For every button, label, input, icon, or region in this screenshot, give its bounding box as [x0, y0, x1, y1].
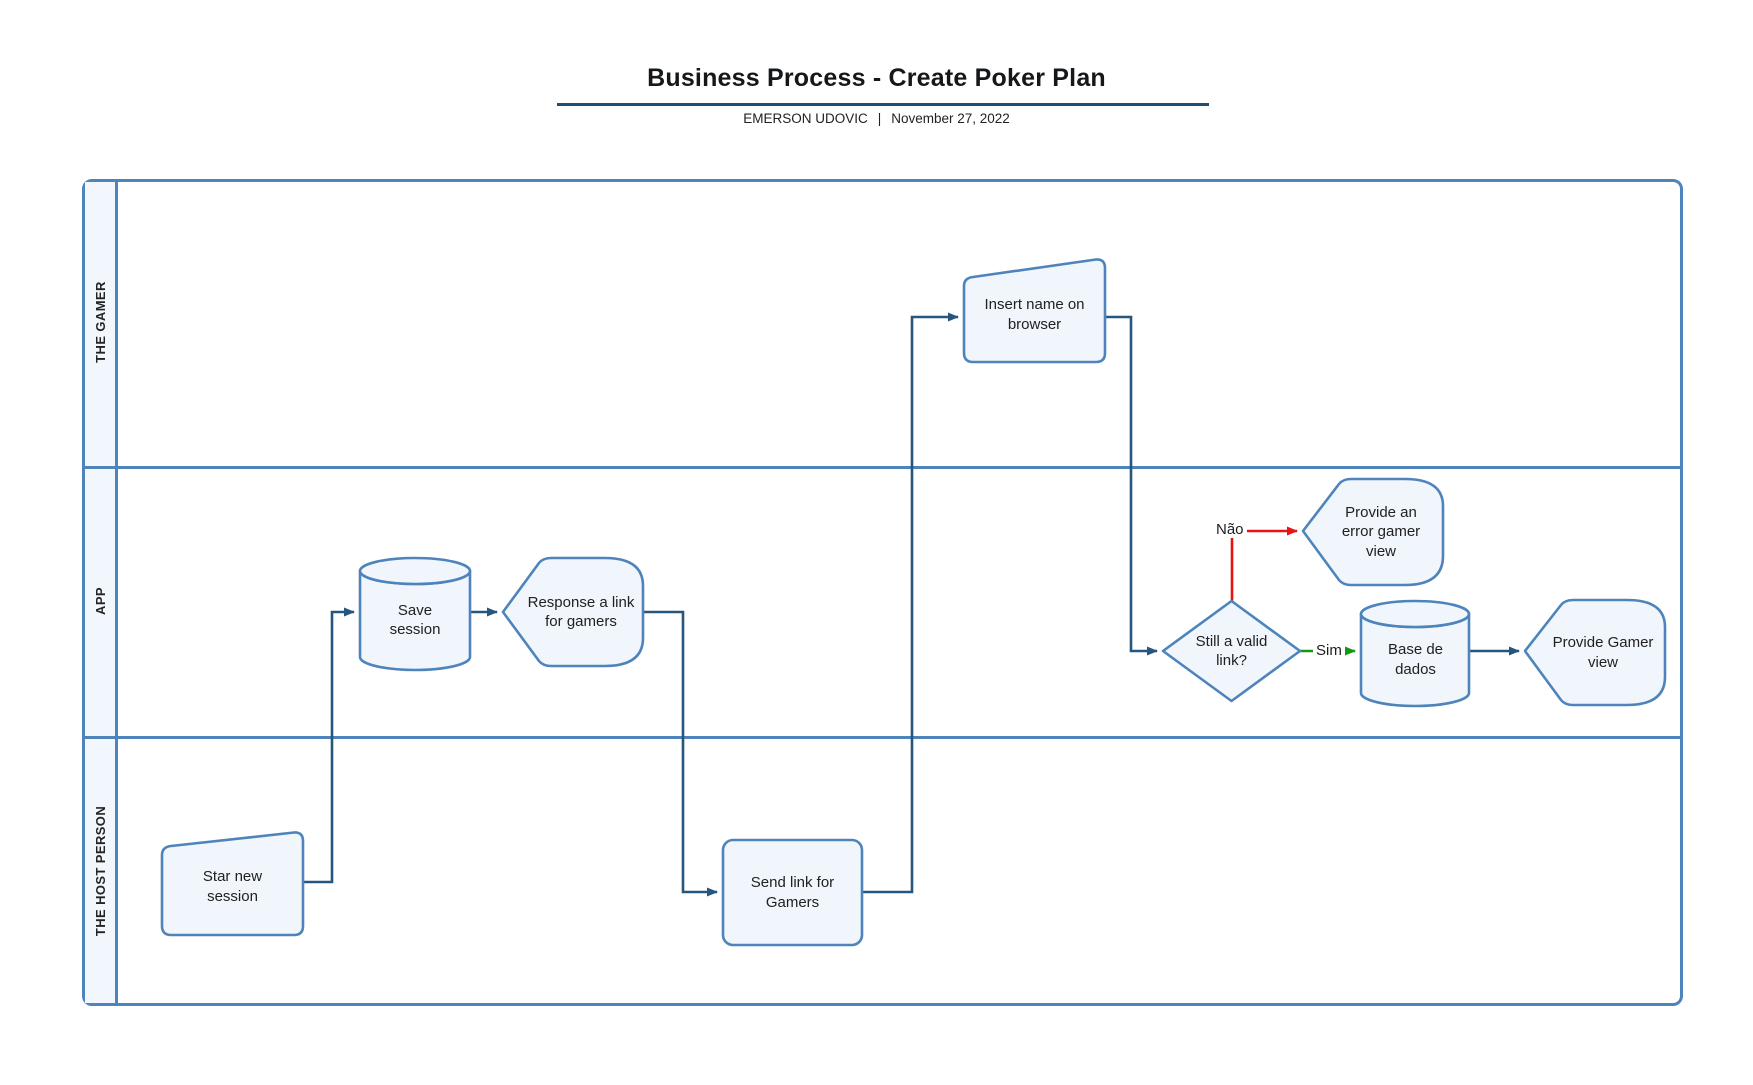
node-label: Send link for Gamers [750, 874, 835, 911]
database-shape [1359, 599, 1471, 708]
lane-header-app[interactable]: APP [85, 541, 115, 661]
lane-label-text: THE HOST PERSON [92, 805, 108, 937]
node-label: Still a valid link? [1195, 632, 1268, 670]
database-shape [358, 556, 472, 672]
node-label: Base de dados [1387, 641, 1444, 678]
node-insert-name[interactable]: Insert name on browser [960, 255, 1109, 366]
lane-header-column [85, 182, 118, 1003]
byline: EMERSON UDOVIC | November 27, 2022 [0, 111, 1753, 126]
display-shape [501, 556, 645, 668]
lane-the-gamer [118, 182, 1680, 466]
node-label: Star new session [202, 868, 263, 905]
byline-separator: | [877, 111, 882, 126]
title-underline [557, 103, 1209, 106]
node-still-valid-link[interactable]: Still a valid link? [1159, 597, 1304, 705]
node-label: Provide an error gamer view [1341, 503, 1421, 560]
node-error-gamer-view[interactable]: Provide an error gamer view [1299, 475, 1447, 589]
edge-label-nao: Não [1213, 521, 1247, 538]
display-shape [1523, 598, 1667, 707]
lane-label-text: THE GAMER [92, 281, 108, 363]
manual-input-shape [160, 831, 305, 937]
node-save-session[interactable]: Save session [356, 554, 474, 674]
node-label: Save session [389, 601, 441, 639]
lane-the-host-person [118, 739, 1680, 1003]
process-shape [721, 838, 864, 947]
node-send-link[interactable]: Send link for Gamers [719, 836, 866, 949]
swimlane-pool: THE GAMER APP THE HOST PERSON [82, 179, 1683, 1006]
lane-label-text: APP [92, 587, 108, 615]
node-label: Response a link for gamers [527, 593, 635, 631]
node-base-de-dados[interactable]: Base de dados [1357, 597, 1474, 710]
edge-label-sim: Sim [1313, 642, 1345, 659]
display-shape [1301, 477, 1445, 587]
lane-header-the-host-person[interactable]: THE HOST PERSON [85, 806, 115, 936]
node-label: Provide Gamer view [1552, 634, 1654, 671]
node-provide-gamer-view[interactable]: Provide Gamer view [1521, 596, 1669, 709]
decision-shape [1161, 599, 1302, 703]
author-name: EMERSON UDOVIC [743, 111, 868, 126]
byline-date: November 27, 2022 [891, 111, 1010, 126]
manual-input-shape [962, 258, 1107, 364]
page-title: Business Process - Create Poker Plan [647, 64, 1106, 92]
lane-header-the-gamer[interactable]: THE GAMER [85, 262, 115, 382]
node-response-link[interactable]: Response a link for gamers [499, 554, 647, 670]
node-star-new-session[interactable]: Star new session [158, 828, 307, 939]
node-label: Insert name on browser [984, 296, 1085, 333]
